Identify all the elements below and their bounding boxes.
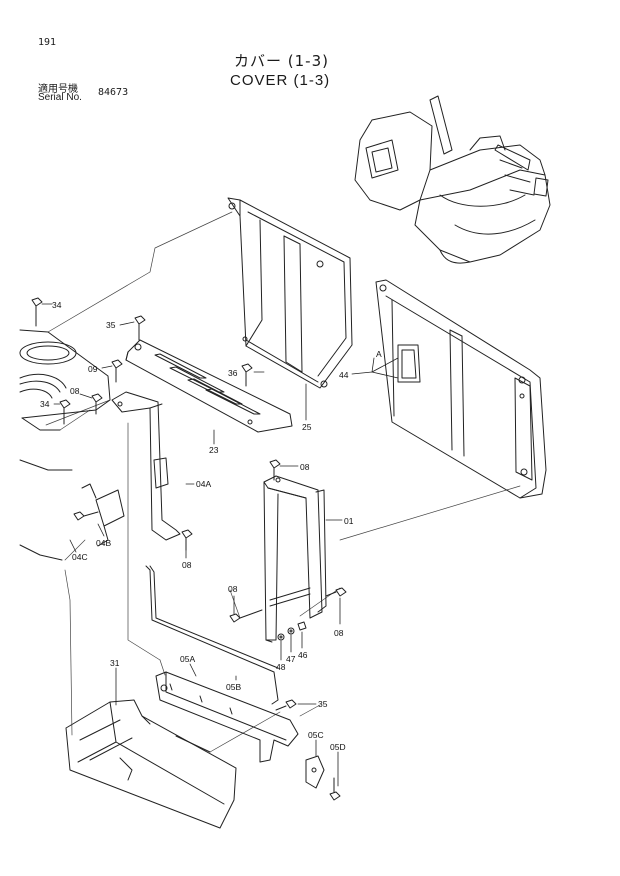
bolt-34-left — [59, 399, 71, 425]
callout-05A: 05A — [180, 654, 195, 664]
callout-05C: 05C — [308, 730, 324, 740]
frame-fragment-left — [19, 329, 111, 561]
callout-08: 08 — [228, 584, 238, 594]
serial-label-japanese: 適用号機 — [38, 84, 78, 95]
callout-01: 01 — [344, 516, 354, 526]
callout-34: 34 — [52, 300, 62, 310]
washer-47 — [287, 627, 295, 635]
callout-04B: 04B — [96, 538, 111, 548]
frame-01 — [263, 475, 327, 643]
callout-23: 23 — [209, 445, 219, 455]
bolt-34-top — [31, 297, 43, 327]
callout-08: 08 — [70, 386, 80, 396]
bolt-09 — [111, 359, 123, 383]
page-title-japanese: カバー (1-3) — [234, 52, 329, 70]
plate-23 — [125, 339, 293, 433]
bolt-08-left — [91, 393, 103, 415]
callout-35: 35 — [318, 699, 328, 709]
callout-08: 08 — [182, 560, 192, 570]
bracket-05C — [305, 755, 325, 789]
callout-leaders — [41, 303, 399, 787]
callout-05D: 05D — [330, 742, 346, 752]
excavator-thumbnail — [354, 95, 551, 264]
callout-04C: 04C — [72, 552, 88, 562]
page-number: 191 — [38, 37, 57, 48]
callout-05B: 05B — [226, 682, 241, 692]
callout-36: 36 — [228, 368, 238, 378]
bolt-04B — [73, 511, 99, 521]
rear-cover-25 — [227, 197, 353, 389]
bracket-05A — [155, 671, 299, 763]
callout-34: 34 — [40, 399, 50, 409]
bolt-08-top — [269, 459, 281, 481]
callout-08: 08 — [300, 462, 310, 472]
bolt-35-top — [134, 315, 146, 341]
side-cover-44 — [375, 279, 547, 499]
bolt-08-frame-right — [325, 587, 347, 597]
callout-35: 35 — [106, 320, 116, 330]
callout-48: 48 — [276, 662, 286, 672]
callout-44: 44 — [339, 370, 349, 380]
nut-46 — [297, 621, 307, 631]
bolt-36 — [241, 363, 253, 387]
bolt-08-mid — [181, 529, 193, 551]
serial-label: Serial No. — [38, 92, 82, 103]
callout-47: 47 — [286, 654, 296, 664]
callout-46: 46 — [298, 650, 308, 660]
callout-A: A — [376, 349, 382, 359]
lower-cover-31 — [65, 699, 237, 829]
callout-labels: 34 34 35 09 08 36 23 25 44 A 08 04A 01 0… — [40, 300, 382, 752]
serial-number: 84673 — [98, 87, 129, 98]
bracket-04B — [81, 483, 125, 547]
bolt-05D — [329, 777, 341, 801]
bolt-35-lower — [275, 699, 297, 711]
callout-31: 31 — [110, 658, 120, 668]
bolt-08-frame-left — [229, 609, 263, 623]
bracket-04A — [111, 391, 181, 541]
callout-08: 08 — [334, 628, 344, 638]
washer-48 — [277, 633, 285, 641]
rod-05B — [145, 565, 279, 705]
callout-09: 09 — [88, 364, 98, 374]
page-title: COVER (1-3) — [230, 72, 331, 89]
callout-04A: 04A — [196, 479, 211, 489]
callout-25: 25 — [302, 422, 312, 432]
